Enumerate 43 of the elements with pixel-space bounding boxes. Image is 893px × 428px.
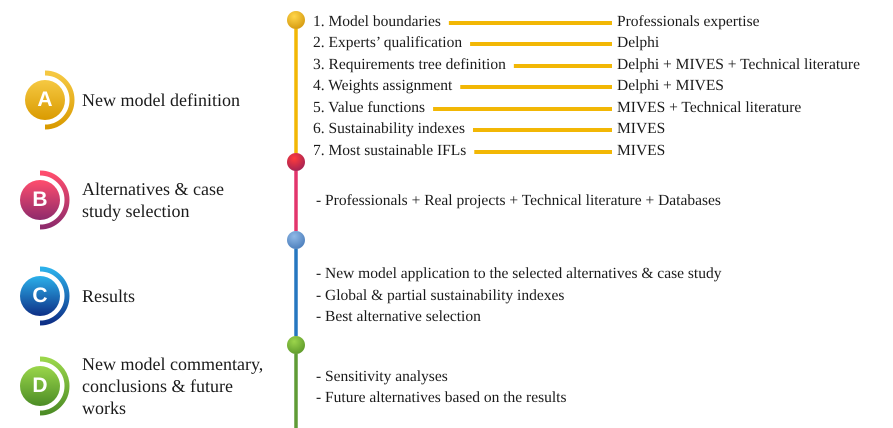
- connector-line: [448, 21, 612, 25]
- timeline-dot: [287, 231, 305, 249]
- method-text: Delphi: [617, 34, 660, 52]
- timeline-line: [294, 29, 298, 153]
- connector-line: [470, 42, 612, 46]
- step-text: 6. Sustainability indexes: [313, 120, 465, 138]
- method-text: Delphi + MIVES: [617, 77, 724, 95]
- bullet-text: - Professionals + Real projects + Technical literature + Databases: [316, 192, 721, 210]
- method-text: MIVES: [617, 120, 666, 138]
- timeline-line: [294, 171, 298, 231]
- connector-line: [433, 107, 612, 111]
- timeline-dot: [287, 336, 305, 354]
- phase-title: Results: [82, 285, 136, 307]
- method-text: MIVES + Technical literature: [617, 99, 802, 117]
- step-text: 4. Weights assignment: [313, 77, 452, 95]
- step-text: 7. Most sustainable IFLs: [313, 142, 466, 160]
- phase-title: New model definition: [82, 89, 241, 111]
- timeline-line: [294, 249, 298, 336]
- step-text: 1. Model boundaries: [313, 13, 441, 31]
- letter-badge: C: [14, 266, 72, 326]
- timeline-line: [294, 354, 298, 428]
- method-text: MIVES: [617, 142, 666, 160]
- letter-badge: A: [19, 70, 77, 130]
- bullet-text: - Future alternatives based on the results: [316, 389, 567, 407]
- method-text: Delphi + MIVES + Technical literature: [617, 56, 860, 74]
- connector-line: [460, 85, 612, 89]
- bullet-text: - Global & partial sustainability indexes: [316, 287, 564, 305]
- step-text: 2. Experts’ qualification: [313, 34, 462, 52]
- bullet-text: - New model application to the selected alternatives & case study: [316, 265, 722, 283]
- bullet-text: - Sensitivity analyses: [316, 368, 448, 386]
- connector-line: [474, 150, 612, 154]
- connector-line: [514, 64, 612, 68]
- bullet-text: - Best alternative selection: [316, 308, 481, 326]
- letter-badge: B: [14, 170, 72, 230]
- method-text: Professionals expertise: [617, 13, 760, 31]
- timeline-dot: [287, 11, 305, 29]
- timeline-dot: [287, 153, 305, 171]
- step-text: 3. Requirements tree definition: [313, 56, 506, 74]
- letter-badge: D: [14, 356, 72, 416]
- phase-title: Alternatives & case study selection: [82, 178, 225, 222]
- phase-title: New model commentary, conclusions & future works: [82, 353, 264, 419]
- connector-line: [472, 128, 612, 132]
- step-text: 5. Value functions: [313, 99, 426, 117]
